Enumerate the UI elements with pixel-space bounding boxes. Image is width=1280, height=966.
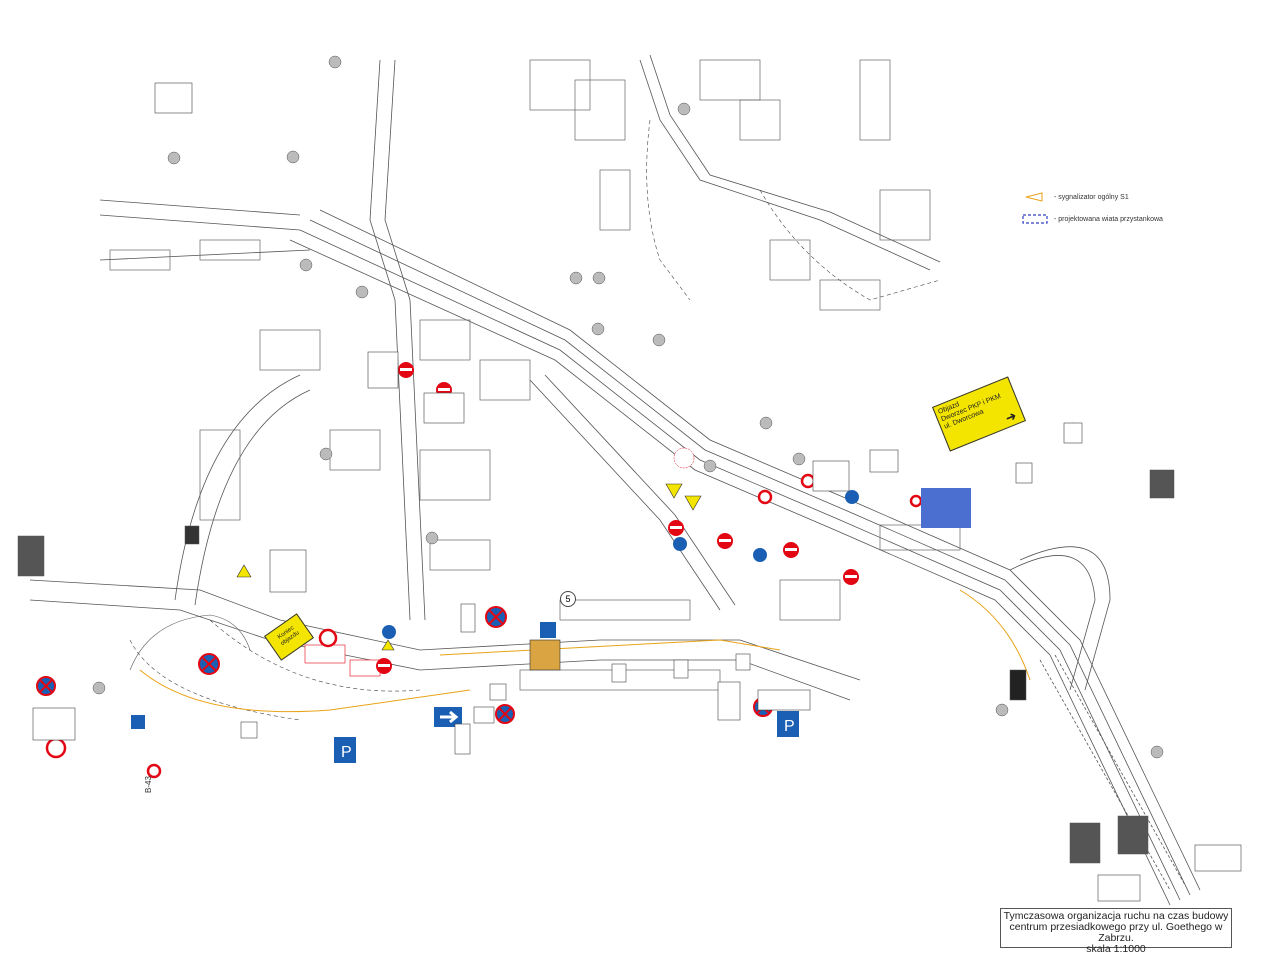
prohibition-ring-icon: [146, 763, 162, 779]
legend-label-flasher: - sygnalizator ogólny S1: [1054, 193, 1129, 201]
no-entry-icon: [668, 520, 684, 536]
no-stopping-icon: [495, 704, 515, 724]
traffic-island: [129, 614, 251, 671]
yellow-flasher-icon: [1020, 191, 1050, 203]
prohibition-ring-icon: [757, 489, 773, 505]
round-blue-icon: [845, 490, 859, 504]
legend-row: - sygnalizator ogólny S1: [1020, 186, 1220, 208]
no-stopping-icon: [485, 606, 507, 628]
no-entry-icon: [843, 569, 859, 585]
title-line1: Tymczasowa organizacja ruchu na czas bud…: [1003, 910, 1229, 922]
title-line2: centrum przesiadkowego przy ul. Goethego…: [1009, 921, 1223, 944]
round-blue-icon: [673, 537, 687, 551]
title-scale: skala 1:1000: [1086, 943, 1146, 955]
legend-row: - projektowana wiata przystankowa: [1020, 208, 1220, 230]
yield-icon: [665, 483, 683, 499]
prohibition-ring-icon: [800, 473, 816, 489]
right-arrow-icon: ➜: [1003, 407, 1019, 426]
svg-text:P: P: [341, 744, 352, 761]
warning-triangle-icon: [236, 564, 252, 578]
no-stopping-signs: [36, 606, 773, 724]
round-blue-icon: [382, 625, 396, 639]
warning-signs: [236, 483, 702, 651]
road-network: [29, 54, 1201, 906]
road-edges-dashed: [129, 119, 941, 721]
yield-icon: [684, 495, 702, 511]
legend-label-shelter: - projektowana wiata przystankowa: [1054, 215, 1163, 223]
title-block: Tymczasowa organizacja ruchu na czas bud…: [1000, 908, 1232, 955]
prohibition-ring-icon: [909, 494, 923, 508]
direction-arrow-icon: [434, 707, 462, 727]
bus-stop-icon: [131, 715, 145, 729]
info-sign-icon: [921, 488, 971, 528]
prohibition-ring-icon: [318, 628, 338, 648]
svg-text:P: P: [784, 718, 795, 735]
map-legend: - sygnalizator ogólny S1 - projektowana …: [1020, 186, 1220, 230]
no-entry-icon: [376, 658, 392, 674]
parking-icon: P: [777, 711, 799, 737]
no-entry-icon: [717, 533, 733, 549]
no-stopping-icon: [198, 653, 220, 675]
bus-shelter-icon: [1020, 213, 1050, 225]
buildings: [109, 59, 961, 691]
road-number-marker: 5: [560, 591, 576, 607]
warning-triangle-icon: [381, 639, 395, 651]
parking-icon: P: [334, 737, 356, 763]
no-entry-icon: [398, 362, 414, 378]
no-entry-icon: [783, 542, 799, 558]
round-blue-icon: [753, 548, 767, 562]
bus-stop-icon: [540, 622, 556, 638]
blue-signs: P P: [131, 488, 971, 763]
no-stopping-icon: [36, 676, 56, 696]
prohibition-ring-icon: [45, 737, 67, 759]
sign-boards: [32, 82, 1242, 902]
work-zones: [304, 639, 561, 677]
sign-code-label: B-43: [143, 776, 153, 793]
sign-posts: [17, 55, 1175, 864]
end-of-detour-text: Koniec objazdu: [276, 625, 301, 648]
